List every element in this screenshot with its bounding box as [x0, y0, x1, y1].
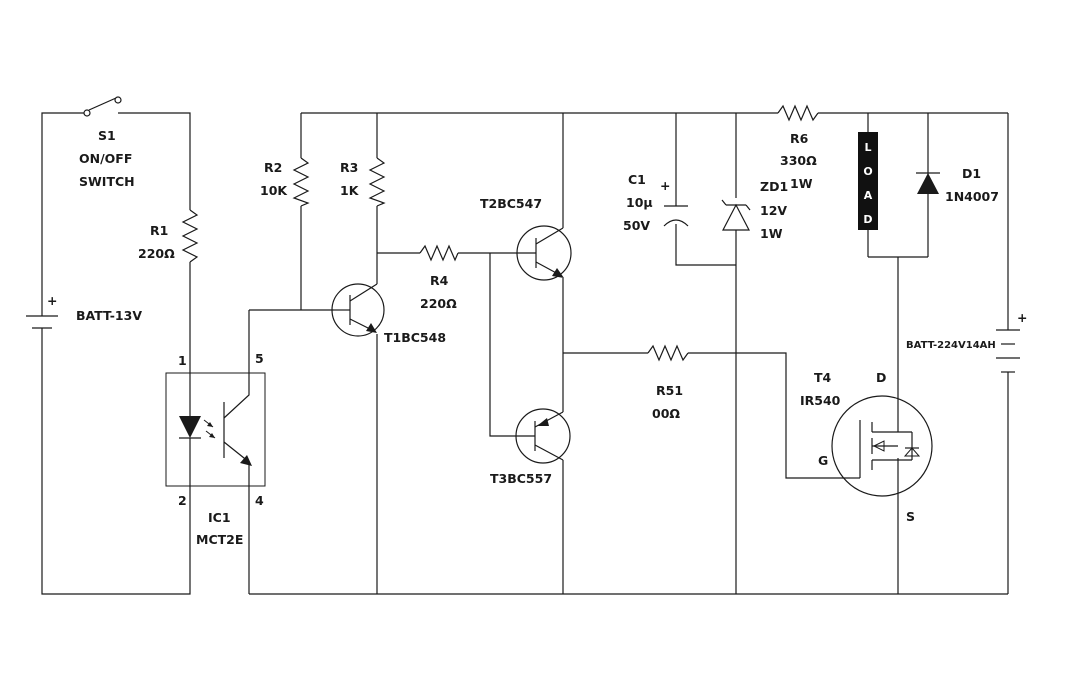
r6-value1: 330Ω [780, 153, 817, 168]
t1-label: T1BC548 [384, 330, 446, 345]
ic-pin1-label: 1 [178, 353, 187, 368]
t2-label: T2BC547 [480, 196, 542, 211]
load-letter-l: L [864, 141, 871, 154]
s1-switch-label: SWITCH [79, 174, 135, 189]
t4-source-label: S [906, 509, 915, 524]
d1-label: D1 [962, 166, 981, 181]
load-letter-d: D [863, 213, 872, 226]
resistor-r5 [647, 344, 689, 362]
t4-gate-label: G [818, 453, 828, 468]
c1-value1: 10µ [626, 195, 653, 210]
load-letter-o: O [863, 165, 872, 178]
r3-value: 1K [340, 183, 360, 198]
c1-label: C1 [628, 172, 646, 187]
r2-label: R2 [264, 160, 282, 175]
switch-s1 [83, 96, 122, 117]
battery-13v [26, 298, 58, 340]
battery-24v [996, 308, 1020, 390]
ic-pin5-label: 5 [255, 351, 264, 366]
r1-label: R1 [150, 223, 168, 238]
r5-value: 00Ω [652, 406, 680, 421]
transistor-t1 [331, 283, 385, 337]
resistor-r3 [368, 157, 386, 207]
ic1-value: MCT2E [196, 532, 243, 547]
r1-value: 220Ω [138, 246, 175, 261]
mosfet-t4 [831, 395, 933, 497]
r6-value2: 1W [790, 176, 813, 191]
t4-label: T4 [814, 370, 832, 385]
c1-value2: 50V [623, 218, 650, 233]
resistor-r2 [292, 157, 310, 207]
left-loop-wires [41, 112, 191, 595]
r4-value: 220Ω [420, 296, 457, 311]
batt2-plus: + [1017, 310, 1027, 325]
batt2-label: BATT-224V14AH [906, 340, 996, 351]
c1-plus: + [660, 178, 670, 193]
r2-value: 10K [260, 183, 288, 198]
s1-label: S1 [98, 128, 116, 143]
zd1-value2: 1W [760, 226, 783, 241]
resistor-r1 [181, 209, 199, 263]
zd1-label: ZD1 [760, 179, 788, 194]
load-letter-a: A [864, 189, 873, 202]
ic-pin2-label: 2 [178, 493, 187, 508]
diode-d1 [916, 172, 940, 194]
r4-label: R4 [430, 273, 449, 288]
t4-drain-label: D [876, 370, 886, 385]
r6-label: R6 [790, 131, 809, 146]
d1-value: 1N4007 [945, 189, 999, 204]
transistor-t3 [515, 408, 571, 464]
zener-zd1 [721, 199, 751, 231]
ic1-label: IC1 [208, 510, 231, 525]
t3-label: T3BC557 [490, 471, 552, 486]
s1-onoff-label: ON/OFF [79, 151, 132, 166]
r3-label: R3 [340, 160, 358, 175]
resistor-r4 [419, 244, 459, 262]
capacitor-c1 [663, 205, 689, 227]
t4-value: IR540 [800, 393, 841, 408]
r5-label: R51 [656, 383, 683, 398]
batt1-plus: + [47, 293, 57, 308]
transistor-t2 [516, 225, 572, 281]
optocoupler-ic1 [165, 310, 266, 594]
resistor-r6 [777, 104, 819, 122]
ic-pin4-label: 4 [255, 493, 264, 508]
zd1-value1: 12V [760, 203, 787, 218]
main-wires [249, 112, 1009, 595]
load-block: L O A D [858, 132, 878, 230]
batt1-label: BATT-13V [76, 308, 142, 323]
